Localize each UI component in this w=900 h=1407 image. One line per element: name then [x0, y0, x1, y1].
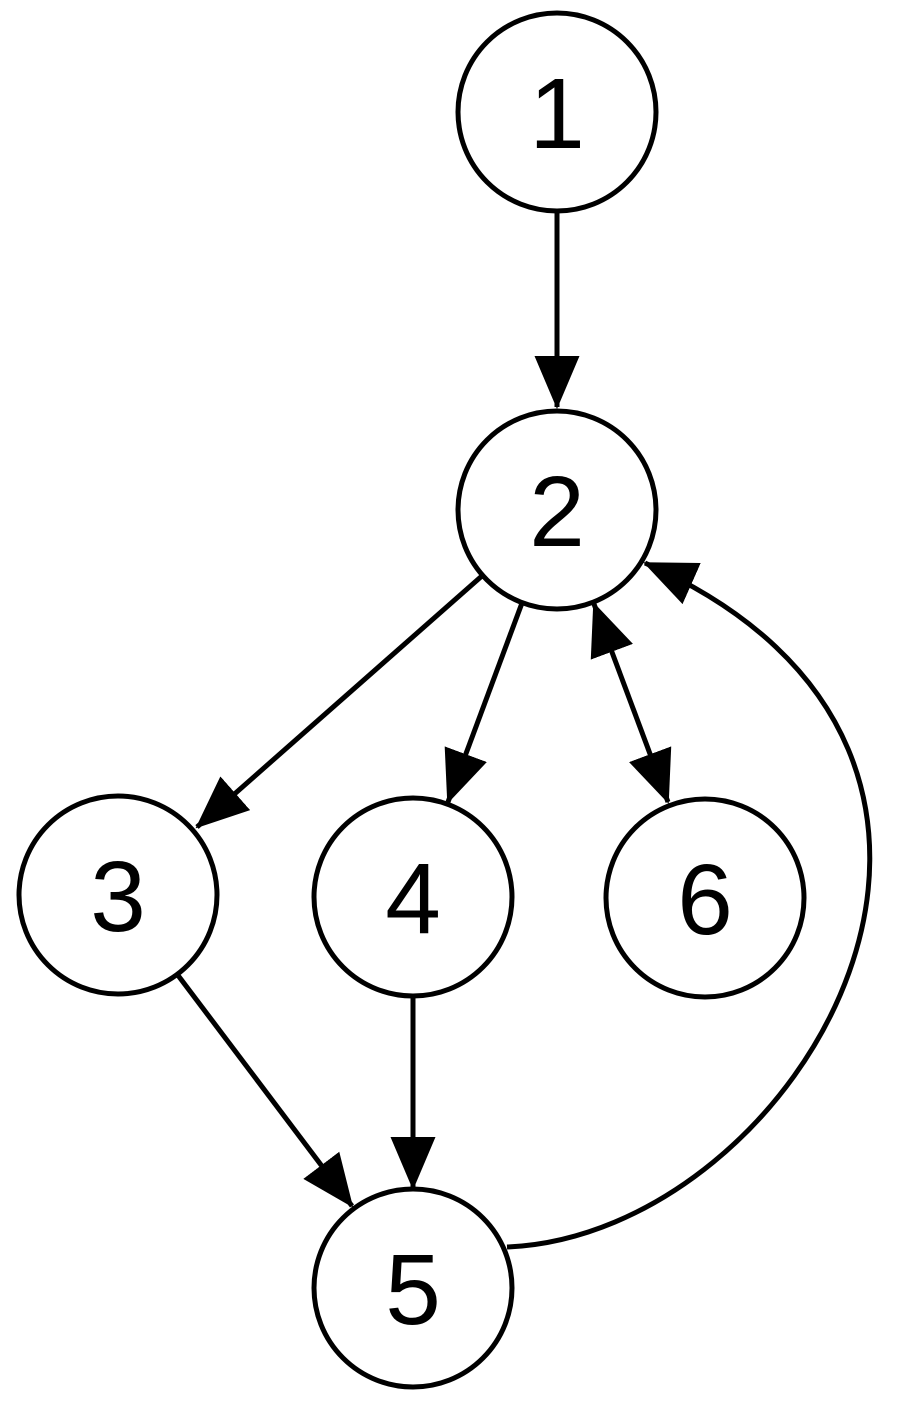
- edge-2-3: [195, 573, 485, 829]
- node-3: 3: [16, 793, 220, 997]
- node-2-circle: [455, 408, 659, 612]
- edge-2-6: [590, 602, 672, 804]
- node-5: 5: [311, 1186, 515, 1390]
- node-3-circle: [16, 793, 220, 997]
- node-4-circle: [311, 795, 515, 999]
- node-1-label: 1: [529, 58, 585, 170]
- node-6-label: 6: [677, 844, 733, 956]
- node-2: 2: [455, 408, 659, 612]
- node-4: 4: [311, 795, 515, 999]
- edge-3-5: [175, 972, 354, 1208]
- node-3-label: 3: [90, 841, 146, 953]
- edge-2-4: [444, 602, 525, 804]
- edges-layer: [175, 211, 873, 1250]
- node-6-circle: [603, 796, 807, 1000]
- node-1-circle: [455, 10, 659, 214]
- node-5-label: 5: [385, 1234, 441, 1346]
- node-1: 1: [455, 10, 659, 214]
- node-6: 6: [603, 796, 807, 1000]
- nodes-layer: 1 2 3 4 5 6: [16, 10, 807, 1390]
- edge-5-2: [506, 560, 873, 1250]
- node-4-label: 4: [385, 843, 441, 955]
- node-5-circle: [311, 1186, 515, 1390]
- node-2-label: 2: [529, 456, 585, 568]
